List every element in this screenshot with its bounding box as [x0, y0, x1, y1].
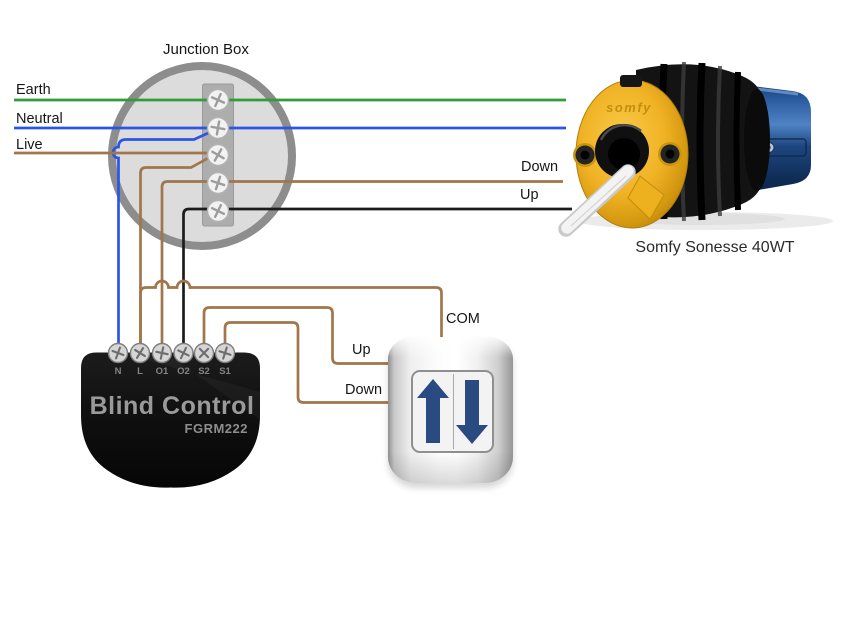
somfy-logo: somfy	[606, 100, 652, 115]
motor-collar	[744, 89, 770, 191]
terminal-label-n: N	[115, 366, 122, 377]
module-name: Blind Control	[90, 392, 255, 420]
junction-box	[108, 62, 296, 250]
up-output-wire	[182, 207, 572, 349]
switch-up-label: Up	[352, 342, 371, 358]
up-arrow-icon	[417, 379, 449, 443]
live-to-L-wire	[139, 154, 213, 349]
down-arrow-icon	[456, 380, 488, 444]
crown-bottom-tab	[627, 175, 665, 220]
module-body	[81, 352, 260, 488]
s1-down-wire	[223, 321, 390, 404]
screw-icon	[151, 342, 173, 364]
crown-notch	[620, 75, 642, 87]
module-model: FGRM222	[185, 421, 248, 436]
motor-up-label: Up	[520, 187, 539, 203]
screw-icon	[206, 143, 230, 167]
motor-caption: Somfy Sonesse 40WT	[635, 239, 795, 256]
wall-switch	[388, 337, 513, 483]
module-screws	[107, 342, 236, 364]
terminal-label-o2: O2	[177, 366, 190, 377]
terminal-label-s1: S1	[219, 366, 231, 377]
blind-control-module: N L O1 O2 S2 S1 Blind Control FGRM222	[81, 342, 260, 488]
terminal-label-o1: O1	[156, 366, 169, 377]
crown-grommet-icon	[573, 143, 597, 167]
screw-icon	[206, 88, 230, 112]
s2-up-wire	[202, 306, 390, 365]
switch-button-panel	[411, 370, 494, 453]
live-label: Live	[16, 137, 43, 153]
junction-box-label: Junction Box	[163, 41, 249, 58]
earth-label: Earth	[16, 82, 51, 98]
motor-down-label: Down	[521, 159, 559, 175]
terminal-label-s2: S2	[198, 366, 210, 377]
wires	[14, 98, 572, 404]
screw-icon	[206, 171, 230, 195]
somfy-motor: somfy	[558, 61, 833, 237]
motor-cable	[558, 164, 636, 237]
down-output-wire	[160, 180, 563, 349]
screw-icon	[206, 116, 230, 140]
com-wire	[139, 279, 443, 349]
screw-icon	[173, 342, 194, 364]
neutral-branch-wire	[111, 127, 218, 349]
switch-arrows	[417, 379, 488, 444]
crown-drive-hole	[595, 123, 649, 178]
screw-icon	[214, 342, 236, 364]
screw-icon	[129, 342, 151, 364]
junction-screws	[206, 88, 230, 223]
terminal-label-l: L	[137, 366, 143, 377]
crown-grommet-icon	[658, 142, 682, 166]
neutral-label: Neutral	[16, 111, 63, 127]
com-label: COM	[446, 311, 480, 327]
screw-icon	[193, 342, 215, 364]
screw-icon	[206, 199, 230, 223]
switch-down-label: Down	[345, 382, 383, 398]
screw-icon	[107, 342, 129, 364]
